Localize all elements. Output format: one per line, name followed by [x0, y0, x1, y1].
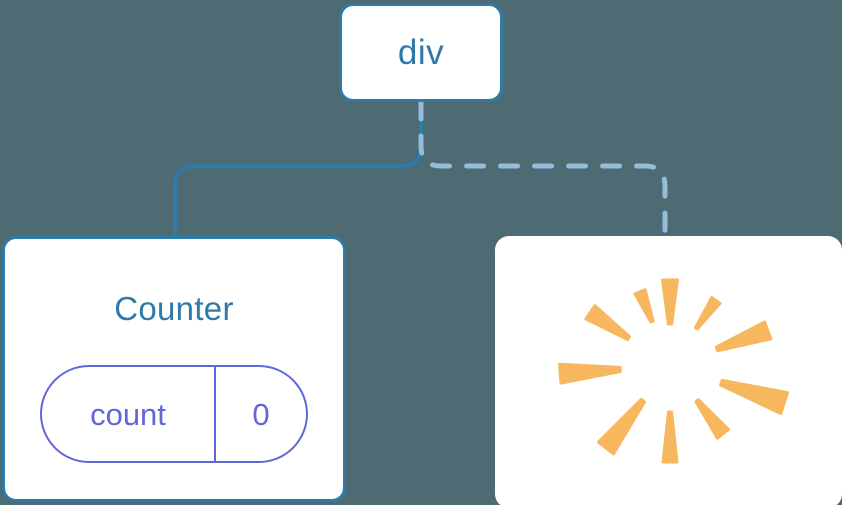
node-sparkle-burst[interactable]	[495, 236, 842, 508]
node-div[interactable]: div	[339, 3, 503, 102]
sparkle-ray-10	[633, 288, 655, 324]
sparkle-ray-6	[661, 410, 679, 464]
sparkle-ray-1	[661, 278, 679, 326]
node-counter-title: Counter	[114, 290, 234, 327]
sparkle-ray-4	[719, 378, 790, 416]
sparkle-ray-7	[596, 397, 647, 456]
sparkle-burst-icon	[558, 278, 790, 464]
edge-div-to-burst-path	[418, 99, 668, 239]
sparkle-ray-9	[584, 304, 632, 341]
state-pill-count[interactable]: count 0	[40, 365, 308, 463]
sparkle-ray-8	[558, 362, 622, 385]
sparkle-ray-3	[714, 320, 773, 353]
state-pill-key: count	[42, 367, 216, 461]
sparkle-ray-5	[694, 398, 730, 440]
sparkle-ray-2	[693, 296, 722, 331]
state-pill-value: 0	[252, 396, 270, 432]
node-div-label: div	[397, 33, 445, 72]
node-counter[interactable]: Counter count 0	[2, 236, 346, 502]
edge-div-to-counter-path	[173, 100, 423, 238]
